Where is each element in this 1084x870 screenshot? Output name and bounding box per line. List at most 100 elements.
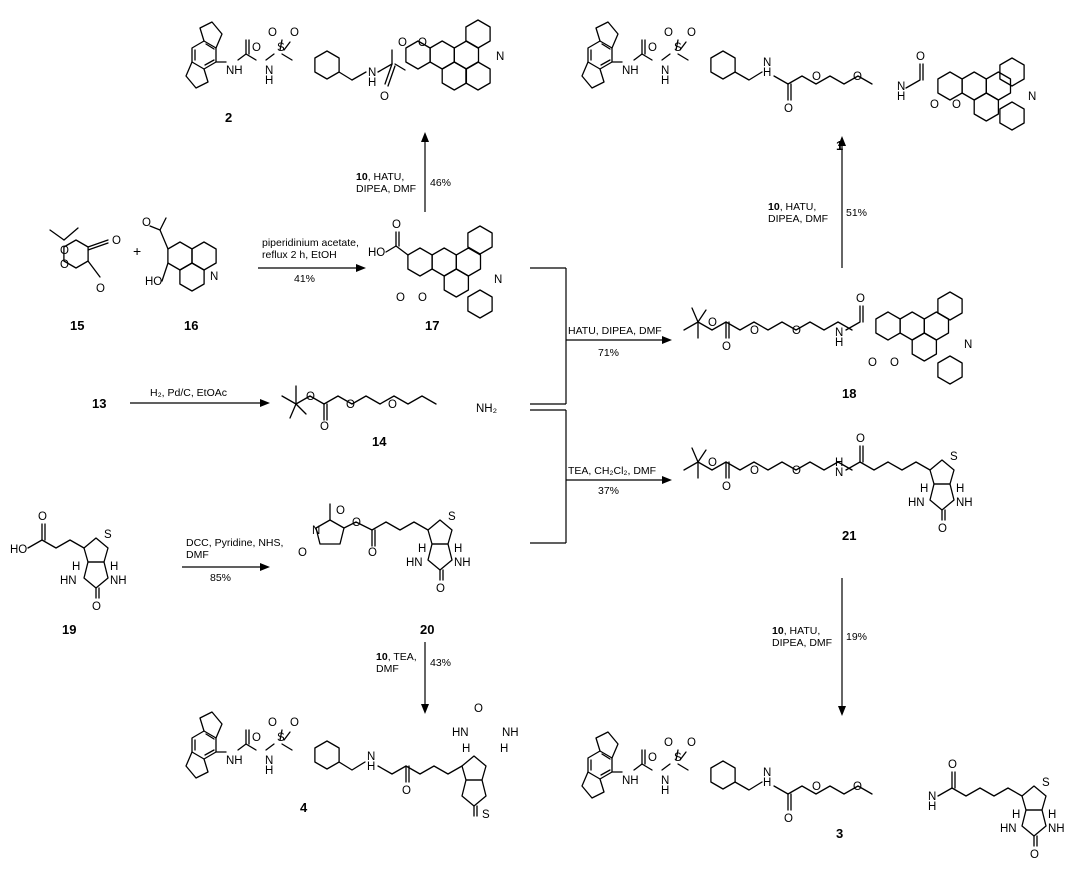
svg-text:H: H xyxy=(110,561,118,573)
svg-text:O: O xyxy=(664,27,673,39)
svg-text:H: H xyxy=(265,765,273,777)
svg-text:HN: HN xyxy=(908,497,925,509)
arrow-to-4: 10, TEA, DMF 43% xyxy=(376,642,451,714)
compound-label-4: 4 xyxy=(300,800,308,815)
svg-text:N: N xyxy=(265,755,273,767)
svg-text:O: O xyxy=(750,465,759,477)
svg-text:H: H xyxy=(763,67,771,79)
svg-text:37%: 37% xyxy=(598,485,619,497)
arrow-to-17: piperidinium acetate, reflux 2 h, EtOH 4… xyxy=(258,237,366,285)
compound-label-3: 3 xyxy=(836,826,843,841)
svg-text:H: H xyxy=(763,777,771,789)
svg-text:N: N xyxy=(368,67,376,79)
svg-text:N: N xyxy=(367,751,375,763)
convergence-bracket-21: TEA, CH₂Cl₂, DMF 37% xyxy=(530,409,672,544)
svg-text:O: O xyxy=(916,51,925,63)
svg-text:O: O xyxy=(306,391,315,403)
svg-text:O: O xyxy=(60,245,69,257)
svg-text:H: H xyxy=(454,543,462,555)
svg-text:H: H xyxy=(1012,809,1020,821)
svg-text:O: O xyxy=(320,421,329,433)
svg-text:O: O xyxy=(92,601,101,613)
svg-text:NH₂: NH₂ xyxy=(476,403,497,415)
svg-text:O: O xyxy=(436,583,445,595)
svg-text:N: N xyxy=(496,51,504,63)
svg-text:O: O xyxy=(722,341,731,353)
svg-text:H: H xyxy=(1048,809,1056,821)
svg-text:O: O xyxy=(648,752,657,764)
svg-text:O: O xyxy=(290,717,299,729)
svg-text:O: O xyxy=(792,465,801,477)
svg-text:O: O xyxy=(112,235,121,247)
svg-text:51%: 51% xyxy=(846,207,867,219)
compound-19-structure: HO O S H H HN NH O 19 xyxy=(10,511,127,637)
svg-text:O: O xyxy=(890,357,899,369)
svg-text:DIPEA, DMF: DIPEA, DMF xyxy=(768,213,828,225)
svg-text:NH: NH xyxy=(454,557,471,569)
svg-text:NH: NH xyxy=(226,65,243,77)
svg-text:DMF: DMF xyxy=(376,663,399,675)
svg-text:O: O xyxy=(474,703,483,715)
svg-text:O: O xyxy=(708,317,717,329)
svg-text:HATU, DIPEA, DMF: HATU, DIPEA, DMF xyxy=(568,325,662,337)
svg-text:NH: NH xyxy=(956,497,973,509)
svg-text:O: O xyxy=(298,547,307,559)
arrow-to-14: H₂, Pd/C, EtOAc xyxy=(130,387,270,407)
svg-text:NH: NH xyxy=(622,65,639,77)
svg-text:O: O xyxy=(96,283,105,295)
compound-label-14: 14 xyxy=(372,434,387,449)
svg-text:H: H xyxy=(956,483,964,495)
svg-text:N: N xyxy=(763,57,771,69)
compound-16-structure: O HO N 16 xyxy=(142,217,218,333)
svg-text:O: O xyxy=(418,292,427,304)
svg-text:N: N xyxy=(661,65,669,77)
svg-text:S: S xyxy=(1042,777,1050,789)
svg-text:O: O xyxy=(853,71,862,83)
svg-text:O: O xyxy=(792,325,801,337)
svg-text:H: H xyxy=(661,785,669,797)
svg-text:HN: HN xyxy=(1000,823,1017,835)
svg-text:DCC, Pyridine, NHS,: DCC, Pyridine, NHS, xyxy=(186,537,283,549)
svg-text:O: O xyxy=(60,259,69,271)
svg-text:H: H xyxy=(897,91,905,103)
svg-text:H: H xyxy=(72,561,80,573)
svg-text:N: N xyxy=(835,467,843,479)
svg-text:S: S xyxy=(674,752,682,764)
svg-text:43%: 43% xyxy=(430,657,451,669)
svg-text:TEA, CH₂Cl₂, DMF: TEA, CH₂Cl₂, DMF xyxy=(568,465,656,477)
svg-text:H: H xyxy=(462,743,470,755)
arrow-to-2: 10, HATU, DIPEA, DMF 46% xyxy=(356,132,451,212)
compound-label-16: 16 xyxy=(184,318,198,333)
compound-label-20: 20 xyxy=(420,622,434,637)
compound-14-structure: O O O O NH₂ 14 xyxy=(281,385,497,449)
svg-text:N: N xyxy=(897,81,905,93)
svg-text:O: O xyxy=(722,481,731,493)
svg-text:N: N xyxy=(763,767,771,779)
svg-text:HN: HN xyxy=(406,557,423,569)
svg-text:10, HATU,: 10, HATU, xyxy=(356,171,404,183)
svg-text:O: O xyxy=(368,547,377,559)
svg-text:H: H xyxy=(418,543,426,555)
svg-text:O: O xyxy=(290,27,299,39)
svg-text:O: O xyxy=(930,99,939,111)
svg-text:N: N xyxy=(210,271,218,283)
svg-text:19%: 19% xyxy=(846,631,867,643)
svg-text:reflux 2 h, EtOH: reflux 2 h, EtOH xyxy=(262,249,337,261)
plus-sign: + xyxy=(133,243,141,259)
compound-4-structure: NH O N H S O O N H O S H H HN NH O 4 xyxy=(185,703,519,821)
svg-text:O: O xyxy=(856,433,865,445)
svg-text:N: N xyxy=(661,775,669,787)
svg-text:piperidinium acetate,: piperidinium acetate, xyxy=(262,237,359,249)
svg-text:S: S xyxy=(277,732,285,744)
svg-text:HO: HO xyxy=(145,276,162,288)
svg-text:NH: NH xyxy=(110,575,127,587)
svg-text:O: O xyxy=(346,399,355,411)
svg-text:H: H xyxy=(920,483,928,495)
compound-21-structure: O O O O N H O S H H HN NH O 21 xyxy=(683,433,973,543)
svg-text:O: O xyxy=(352,517,361,529)
svg-text:DIPEA, DMF: DIPEA, DMF xyxy=(356,183,416,195)
svg-text:S: S xyxy=(950,451,958,463)
svg-text:O: O xyxy=(252,732,261,744)
compound-20-structure: O O N O O S H H HN NH O 20 xyxy=(298,503,471,637)
